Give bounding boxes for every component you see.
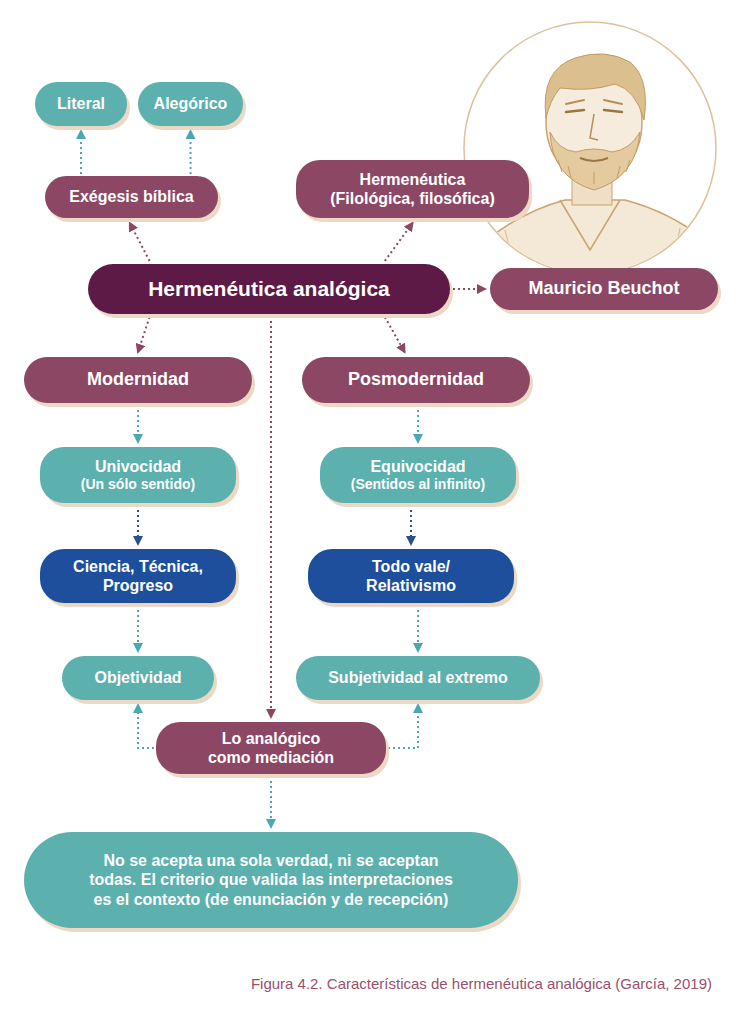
central-box: Hermenéutica analógica xyxy=(88,264,450,314)
node-label: Posmodernidad xyxy=(348,369,484,391)
concept-box: Exégesis bíblica xyxy=(45,176,218,218)
node-label: Subjetividad al extremo xyxy=(328,668,508,687)
dotted-arrow xyxy=(137,505,139,544)
result-box: Objetividad xyxy=(62,656,214,700)
author-box: Mauricio Beuchot xyxy=(490,268,718,310)
node-label: Mauricio Beuchot xyxy=(528,278,679,300)
dotted-arrow xyxy=(417,605,419,651)
dotted-arrow xyxy=(270,776,272,827)
dotted-arrow xyxy=(385,223,413,261)
node-label: Alegórico xyxy=(154,94,228,113)
dotted-arrow xyxy=(388,705,418,748)
dotted-arrow xyxy=(417,405,419,442)
node-label: Literal xyxy=(57,94,105,113)
dotted-arrow xyxy=(137,405,139,442)
dotted-arrow xyxy=(137,605,139,651)
leaf-box: Alegórico xyxy=(138,82,243,126)
node-label: Objetividad xyxy=(94,668,181,687)
dotted-arrow xyxy=(138,317,150,352)
node-label: Equivocidad xyxy=(370,457,465,476)
conclusion-box: No se acepta una sola verdad, ni se acep… xyxy=(24,832,518,928)
figure-caption: Figura 4.2. Características de hermenéut… xyxy=(251,975,712,992)
dotted-arrow xyxy=(80,131,82,174)
dotted-arrow xyxy=(453,288,485,290)
concept-box: Modernidad xyxy=(24,357,252,403)
node-label: Hermenéutica (Filológica, filosófica) xyxy=(310,170,515,208)
dotted-arrow xyxy=(138,705,154,748)
concept-box: Hermenéutica (Filológica, filosófica) xyxy=(296,160,529,218)
node-label: Ciencia, Técnica, Progreso xyxy=(58,557,218,595)
node-label: No se acepta una sola verdad, ni se acep… xyxy=(51,851,491,909)
node-sublabel: (Un sólo sentido) xyxy=(81,476,195,493)
consequence-box: Ciencia, Técnica, Progreso xyxy=(40,549,236,603)
mediation-box: Lo analógico como mediación xyxy=(156,722,386,774)
result-box: Subjetividad al extremo xyxy=(296,656,540,700)
leaf-box: Literal xyxy=(35,82,127,126)
node-label: Univocidad xyxy=(95,457,181,476)
dotted-arrow xyxy=(410,505,412,544)
dotted-arrow xyxy=(385,317,405,352)
dotted-arrow xyxy=(270,316,272,717)
node-label: Todo vale/ Relativismo xyxy=(354,557,469,595)
feature-box: Univocidad(Un sólo sentido) xyxy=(40,447,236,503)
node-label: Exégesis bíblica xyxy=(69,187,194,206)
consequence-box: Todo vale/ Relativismo xyxy=(308,549,514,603)
dotted-arrow xyxy=(130,223,150,261)
node-sublabel: (Sentidos al infinito) xyxy=(351,476,486,493)
feature-box: Equivocidad(Sentidos al infinito) xyxy=(320,447,516,503)
node-label: Modernidad xyxy=(87,369,189,391)
dotted-arrow xyxy=(190,131,192,174)
node-label: Hermenéutica analógica xyxy=(148,276,390,301)
node-label: Lo analógico como mediación xyxy=(206,729,336,767)
concept-box: Posmodernidad xyxy=(302,357,530,403)
